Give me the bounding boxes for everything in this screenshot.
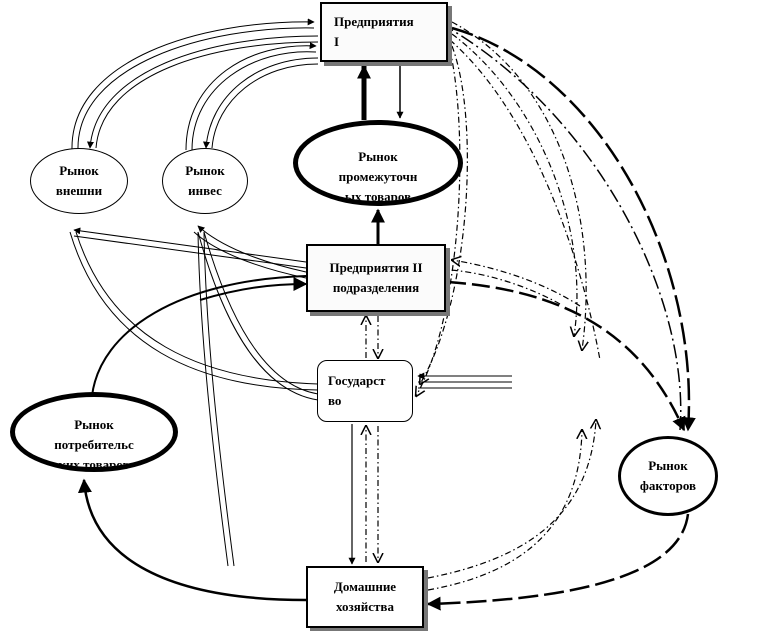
- government-label: Государст во: [328, 373, 386, 408]
- households-label: Домашние хозяйства: [333, 579, 397, 614]
- investment-market-label: Рынок инвес: [185, 163, 225, 198]
- arrow-external-ent1-loop: [71, 18, 319, 151]
- intermediate-goods-market-label: Рынок промежуточн ых товаров: [338, 149, 418, 204]
- arrow-investment-ent1-loop: [185, 42, 319, 151]
- enterprises-2-node: Предприятия II подразделения: [306, 244, 446, 312]
- intermediate-goods-market-node: Рынок промежуточн ых товаров: [293, 120, 463, 206]
- factor-market-node: Рынок факторов: [618, 436, 718, 516]
- arrow-investment-to-ent2: [199, 277, 308, 301]
- arrow-right-to-government: [417, 372, 512, 389]
- arrow-households-to-consumer-market: [77, 478, 307, 602]
- enterprises-1-label: Предприятия I: [334, 14, 414, 49]
- arrow-ent1-factor-market: [451, 26, 696, 432]
- factor-market-label: Рынок факторов: [639, 458, 697, 493]
- arrow-factor-market-to-households: [426, 513, 690, 611]
- external-market-label: Рынок внешни: [55, 163, 103, 198]
- arrow-government-external-investment: [69, 231, 319, 567]
- enterprises-2-label: Предприятия II подразделения: [329, 260, 423, 295]
- government-node: Государст во: [317, 360, 413, 422]
- arrow-ent2-to-factor-market: [447, 280, 686, 432]
- enterprises-1-node: Предприятия I: [320, 2, 448, 62]
- arrow-ent2-external-investment: [73, 225, 307, 279]
- consumer-goods-market-label: Рынок потребительс ких товаров: [54, 417, 134, 472]
- arrow-ent2-dashdot-right: [449, 260, 581, 307]
- households-node: Домашние хозяйства: [306, 566, 424, 628]
- arrow-ent2-government-pair: [366, 316, 378, 358]
- consumer-goods-market-node: Рынок потребительс ких товаров: [10, 392, 178, 472]
- arrow-ent1-dashdot-down: [416, 21, 601, 396]
- arrow-ent2-consumer-market: [91, 275, 307, 397]
- arrow-government-households: [348, 424, 378, 565]
- arrow-households-dashdot-up: [427, 420, 596, 591]
- external-market-node: Рынок внешни: [30, 148, 128, 214]
- investment-market-node: Рынок инвес: [162, 148, 248, 214]
